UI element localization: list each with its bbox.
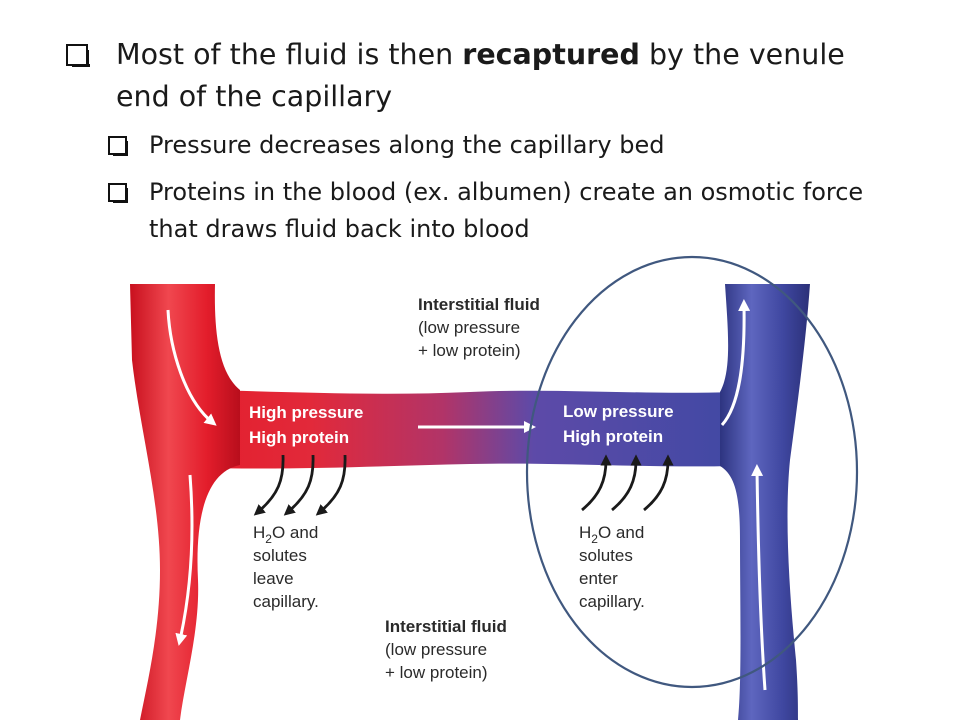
leave-label-line1: H2O and <box>253 523 318 546</box>
main-bullet: Most of the fluid is then recaptured by … <box>66 34 886 118</box>
leave-label-line3: leave <box>253 569 294 588</box>
leave-label-line4: capillary. <box>253 592 319 611</box>
venous-pressure-label: Low pressure <box>563 402 674 421</box>
sub-bullet-proteins: Proteins in the blood (ex. albumen) crea… <box>108 174 868 248</box>
enter-label-line4: capillary. <box>579 592 645 611</box>
sub-bullet-text: Pressure decreases along the capillary b… <box>149 131 665 159</box>
arterial-pressure-label: High pressure <box>249 403 363 422</box>
interstitial-fluid-bottom-line2: + low protein) <box>385 663 488 682</box>
flow-arrow-arteriole-bottom <box>175 474 194 646</box>
enter-label-line1: H2O and <box>579 523 644 546</box>
flow-arrow-venule-bottom <box>751 464 767 691</box>
enter-label-line3: enter <box>579 569 618 588</box>
main-bullet-text: Most of the fluid is then recaptured by … <box>116 38 845 113</box>
sub-bullet-pressure: Pressure decreases along the capillary b… <box>108 127 868 164</box>
arterial-protein-label: High protein <box>249 428 349 447</box>
checkbox-bullet-icon <box>108 183 128 203</box>
enter-label-line2: solutes <box>579 546 633 565</box>
sub-bullet-text: Proteins in the blood (ex. albumen) crea… <box>149 178 864 243</box>
flow-arrow-venule-top <box>720 299 751 427</box>
flow-arrow-arteriole-top <box>166 309 217 426</box>
interstitial-fluid-bottom-title: Interstitial fluid <box>385 617 507 636</box>
fluid-leave-arrow <box>315 454 347 516</box>
venous-protein-label: High protein <box>563 427 663 446</box>
interstitial-fluid-top-title: Interstitial fluid <box>418 295 540 314</box>
interstitial-fluid-top-line1: (low pressure <box>418 318 520 337</box>
arteriole-vessel <box>130 284 240 720</box>
fluid-enter-arrow <box>643 454 674 512</box>
checkbox-bullet-icon <box>66 44 90 67</box>
fluid-enter-arrow <box>611 454 642 512</box>
venule-end-highlight-circle <box>525 255 859 689</box>
capillary-vessel <box>205 390 735 469</box>
interstitial-fluid-top-line2: + low protein) <box>418 341 521 360</box>
checkbox-bullet-icon <box>108 136 128 156</box>
fluid-leave-arrow <box>283 454 315 516</box>
interstitial-fluid-bottom-line1: (low pressure <box>385 640 487 659</box>
leave-label-line2: solutes <box>253 546 307 565</box>
fluid-leave-arrow <box>253 454 285 516</box>
fluid-enter-arrow <box>581 454 612 512</box>
venule-vessel <box>720 284 810 720</box>
